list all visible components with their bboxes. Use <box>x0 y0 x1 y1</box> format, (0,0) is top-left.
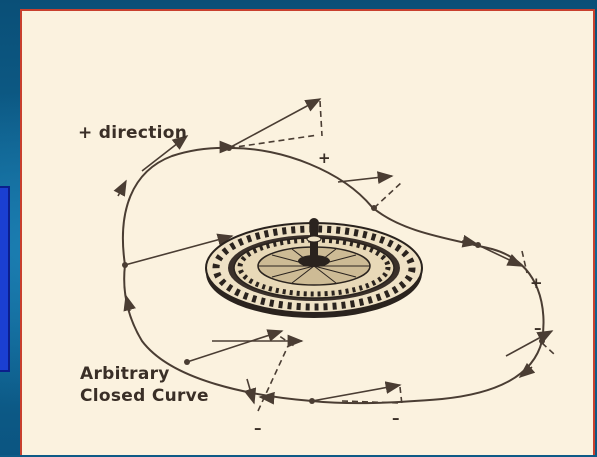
vector-bottom-left <box>247 346 288 411</box>
slide: + direction Arbitrary Closed Curve + + –… <box>20 9 595 455</box>
plus-sign-top: + <box>318 149 331 167</box>
vector-right <box>475 242 527 273</box>
vector-lower-left <box>184 331 302 365</box>
curve-direction-arrow <box>260 397 272 398</box>
curve-label-line1: Arbitrary <box>80 364 170 384</box>
plus-sign-right: + <box>530 274 543 292</box>
curve-direction-arrow <box>118 181 126 196</box>
minus-sign-right: – <box>534 319 542 337</box>
minus-sign-bottom-right: – <box>392 409 400 427</box>
curve-label-line2: Closed Curve <box>80 386 209 406</box>
vector-top <box>226 99 322 151</box>
closed-curve-diagram: + direction Arbitrary Closed Curve + + –… <box>22 11 597 457</box>
vector-far-right <box>506 331 554 356</box>
roulette-wheel-icon <box>206 218 422 318</box>
side-panel <box>0 186 10 372</box>
direction-label: + direction <box>78 123 187 143</box>
minus-sign-bottom-left: – <box>254 419 262 437</box>
